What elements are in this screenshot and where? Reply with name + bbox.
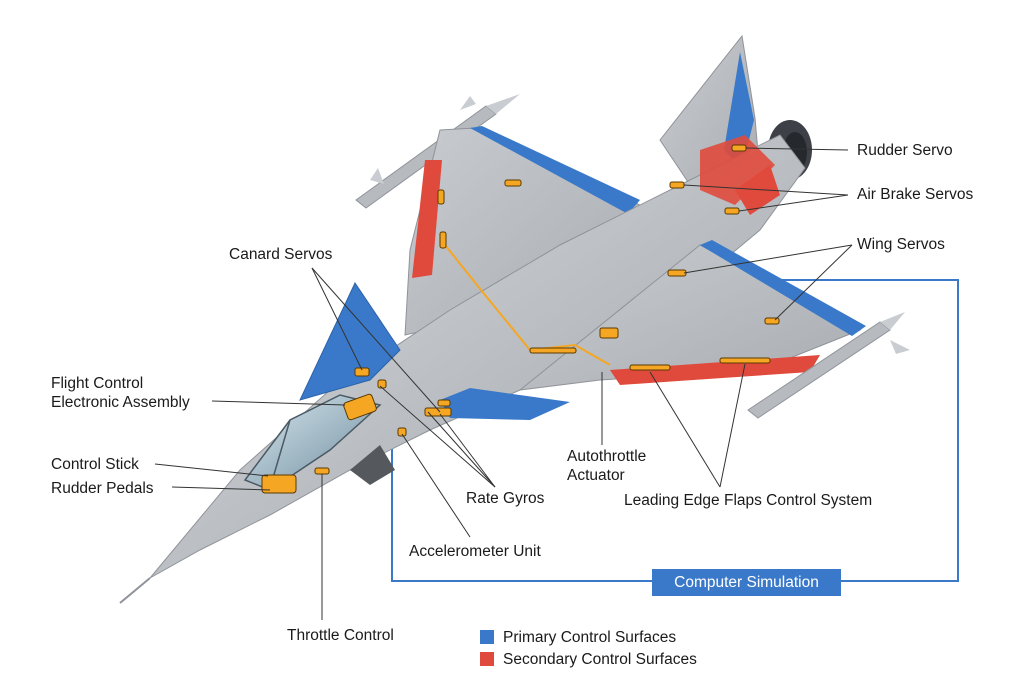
label-accelerometer-unit: Accelerometer Unit (409, 543, 541, 560)
wing-servo-component (764, 317, 780, 325)
upper-wing-elevon (412, 160, 442, 278)
legend-secondary-swatch (480, 652, 494, 666)
computer-simulation-box: Computer Simulation (652, 569, 841, 596)
label-throttle-control: Throttle Control (287, 627, 394, 644)
air-brake-servo-component (669, 181, 685, 189)
upper-wing-servo (504, 179, 522, 187)
rudder-servo-component (731, 144, 747, 152)
label-wing-servos: Wing Servos (857, 236, 945, 253)
component-markers (261, 144, 780, 494)
mid-servo (529, 347, 577, 354)
leading-edge-servo (629, 364, 671, 371)
lower-wing-leading-edge-surface (700, 240, 866, 336)
upper-elevon-servo (439, 231, 447, 249)
canard (299, 281, 401, 401)
rate-gyro-component (437, 399, 451, 407)
label-canard-servos: Canard Servos (229, 246, 333, 263)
leader-lines (154, 147, 853, 620)
label-control-stick: Control Stick (51, 456, 139, 473)
label-rudder-servo: Rudder Servo (857, 142, 953, 159)
air-brake-surface-lower (735, 165, 780, 215)
upper-wing (404, 126, 641, 336)
lower-missile (747, 312, 910, 419)
label-fcea-line2: Electronic Assembly (51, 394, 190, 411)
simulation-loop-line (700, 279, 959, 582)
upper-wing-leading-edge-surface (470, 126, 640, 214)
label-autothrottle-line1: Autothrottle (567, 448, 647, 465)
label-fcea-line1: Flight Control (51, 375, 144, 392)
leading-edge-servo (719, 357, 771, 364)
label-rate-gyros: Rate Gyros (466, 490, 545, 507)
rate-gyro-component (424, 407, 452, 417)
legend-primary-swatch (480, 630, 494, 644)
engine-intake (350, 445, 395, 485)
canard-servo-component (354, 367, 370, 377)
legend-secondary-label: Secondary Control Surfaces (503, 651, 697, 668)
legend-primary-label: Primary Control Surfaces (503, 629, 677, 646)
label-autothrottle-line2: Actuator (567, 467, 625, 484)
upper-elevon-servo (437, 189, 445, 205)
label-rudder-pedals: Rudder Pedals (51, 480, 154, 497)
wing-servo-component (667, 269, 687, 277)
autothrottle-component (599, 327, 619, 339)
label-air-brake-servos: Air Brake Servos (857, 186, 974, 203)
accelerometer-component (397, 427, 407, 437)
canard-servo-component (377, 379, 387, 389)
throttle-component (314, 467, 330, 475)
label-leading-edge-flaps: Leading Edge Flaps Control System (624, 492, 873, 509)
control-stick-component (261, 474, 297, 494)
air-brake-servo-component (724, 207, 740, 215)
fcea-component (343, 393, 377, 421)
